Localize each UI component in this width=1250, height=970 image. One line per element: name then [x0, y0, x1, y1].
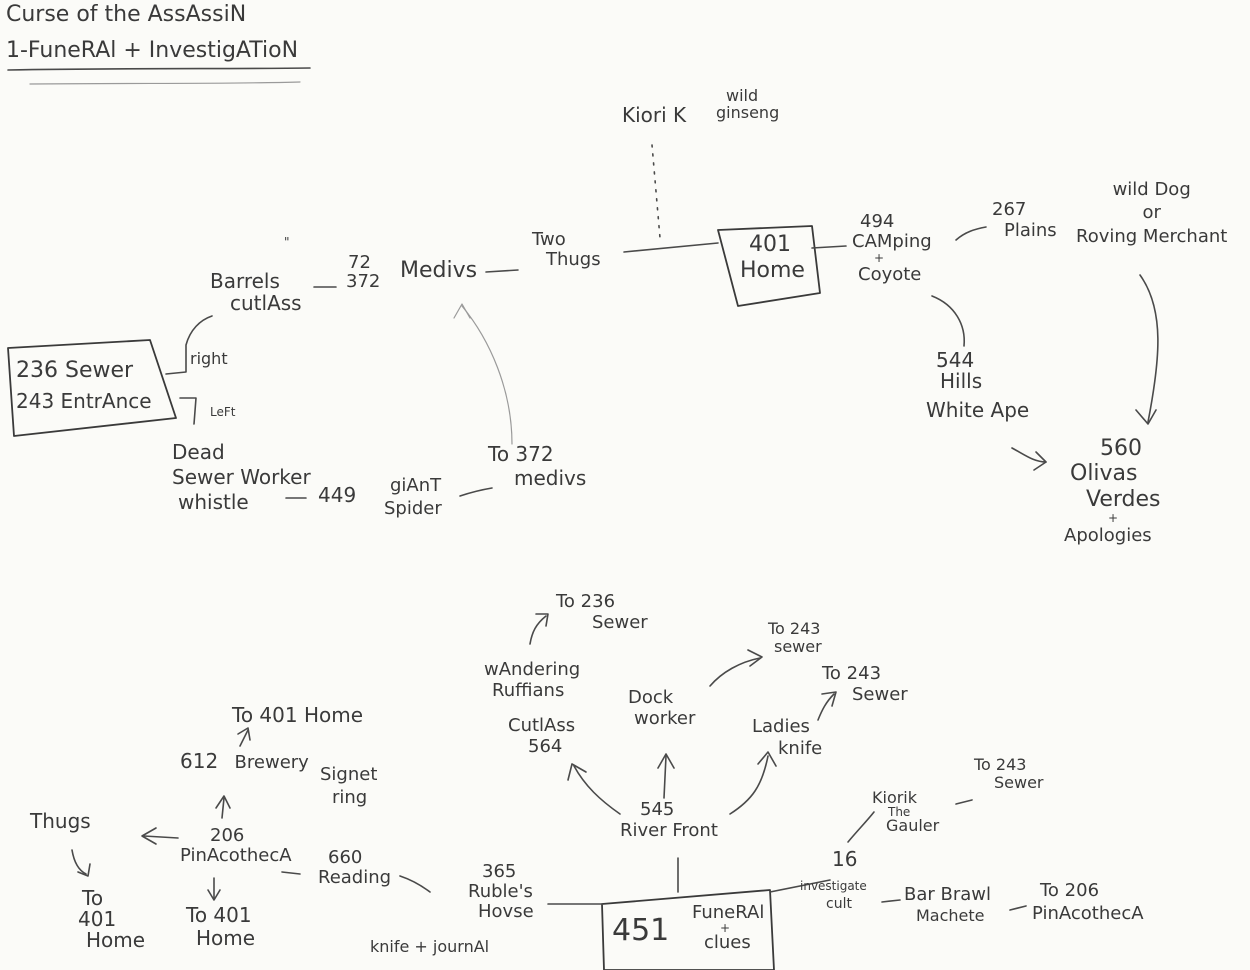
- hills-olivas-arrow: [1011, 447, 1047, 463]
- cutlass-564-node[interactable]: CutlAss 564: [508, 715, 576, 757]
- wandering-ruffians-node[interactable]: wAndering Ruffians: [484, 659, 581, 701]
- signet-ring-label: Signet ring: [320, 764, 378, 808]
- machete-206-link: [1009, 905, 1027, 911]
- right-branch-label: right: [190, 349, 228, 368]
- brewery-612-node[interactable]: 612 Brewery: [180, 749, 309, 773]
- to-206-pinacotheca-node[interactable]: To 206 PinAcothecA: [1032, 880, 1144, 924]
- home-401-box[interactable]: 401 Home: [740, 232, 805, 284]
- kiorik-to-243-link: [955, 799, 973, 805]
- olivas-verdes-node[interactable]: 560 Olivas Verdes + Apologies: [1064, 436, 1161, 546]
- river-to-ladies-arrowhead: [757, 751, 777, 767]
- left-branch: [179, 397, 197, 425]
- pinacotheca-to-thugs-arrow: [143, 835, 179, 839]
- thugs-to-home-arrow: [71, 849, 87, 875]
- cult-number: 16: [832, 847, 858, 871]
- reading-660-node[interactable]: 660 Reading: [318, 847, 392, 888]
- pinacotheca-to-brewery-arrow: [221, 797, 225, 819]
- dock-to-243-arrow: [709, 657, 761, 687]
- to-401-home-node-a[interactable]: To 401 Home: [232, 703, 364, 727]
- sewer-box-outline: [7, 339, 177, 437]
- to-medivs-light-arrow: [461, 305, 513, 445]
- cult-to-kiorik-link: [847, 811, 875, 843]
- kiorik-dotted-link: [651, 144, 661, 239]
- ladies-to-243-arrowhead: [821, 691, 837, 707]
- ladies-to-243-arrow: [817, 693, 835, 721]
- rubles-house-node[interactable]: 365 Ruble's Hovse: [468, 861, 534, 922]
- ruble-reading-link: [399, 875, 431, 893]
- investigate-cult-node[interactable]: investigate cult: [800, 879, 867, 912]
- sewer-entrance-node[interactable]: 236 Sewer 243 EntrAnce: [16, 358, 152, 413]
- spider-to-medivs-link: [459, 487, 493, 497]
- pinacotheca-to-home-arrowhead: [207, 889, 221, 901]
- title-line-2: 1-FuneRAl + InvestigATioN: [6, 38, 299, 63]
- hills-white-ape-node[interactable]: 544 Hills White Ape: [926, 348, 1030, 422]
- camping-coyote-node[interactable]: 494 CAMping + Coyote: [852, 211, 932, 285]
- river-to-dock-arrow: [663, 755, 667, 799]
- funeral-clues-node[interactable]: FuneRAl + clues: [692, 902, 765, 953]
- ruffians-to-236-arrow: [529, 615, 547, 645]
- ladies-knife-node[interactable]: Ladies knife: [752, 716, 823, 759]
- river-front-node[interactable]: 545 River Front: [620, 799, 718, 841]
- pinacotheca-to-brewery-arrowhead: [215, 795, 231, 809]
- ruffians-to-236-arrowhead: [535, 613, 549, 627]
- title-line-1: Curse of the AssAssiN: [6, 2, 247, 27]
- dock-to-243-arrowhead: [747, 649, 763, 667]
- right-branch: [165, 315, 213, 375]
- stray-tick-mark: ": [284, 235, 290, 249]
- cult-bar-brawl-link: [881, 899, 901, 903]
- knife-journal-label: knife + journAl: [370, 937, 490, 956]
- to-243-sewer-node-a[interactable]: To 243 sewer: [768, 619, 822, 656]
- to-medivs-light-arrowhead: [453, 303, 471, 319]
- kiorik-label: Kiori K: [622, 103, 687, 127]
- plains-node[interactable]: 267 Plains: [992, 199, 1057, 241]
- title-underline: [7, 67, 311, 71]
- to-401-home-node-b[interactable]: To 401 Home: [186, 903, 256, 950]
- to-243-sewer-node-c[interactable]: To 243 Sewer: [974, 755, 1044, 792]
- giant-spider-node[interactable]: giAnT Spider: [384, 475, 442, 520]
- barrels-cutlass-node[interactable]: Barrels cutlAss: [210, 269, 302, 315]
- wild-ginseng-label: wild ginseng: [716, 86, 780, 122]
- giant-spider-number: 449: [318, 483, 357, 507]
- funeral-side-rails: [547, 879, 831, 905]
- river-to-dock-arrowhead: [657, 753, 675, 769]
- thugs-home-link: [623, 242, 719, 253]
- thugs-to-home-arrowhead: [77, 863, 91, 877]
- to-medivs-node[interactable]: To 372 medivs: [488, 442, 587, 490]
- river-to-ladies-arrow: [729, 755, 769, 815]
- hills-olivas-arrowhead: [1033, 451, 1047, 471]
- brewery-to-home-arrow: [239, 729, 249, 747]
- medivs-thugs-link: [485, 269, 519, 273]
- bar-brawl-machete-node[interactable]: Bar Brawl Machete: [904, 884, 992, 925]
- thugs-node[interactable]: Thugs: [30, 809, 91, 833]
- pinacotheca-206-node[interactable]: 206 PinAcothecA: [180, 825, 292, 866]
- dead-sewer-worker-node[interactable]: Dead Sewer Worker whistle: [172, 440, 311, 514]
- brewery-to-home-arrowhead: [237, 727, 251, 741]
- merchant-olivas-arrow: [1139, 274, 1159, 423]
- left-branch-label: LeFt: [210, 405, 236, 419]
- to-236-sewer-node[interactable]: To 236 Sewer: [556, 591, 648, 633]
- two-thugs-node[interactable]: Two Thugs: [532, 229, 601, 270]
- medivs-numbers: 72 372: [346, 252, 381, 292]
- to-401-home-node-c[interactable]: To 401 Home: [78, 886, 146, 952]
- home-box-outline: [717, 225, 821, 307]
- to-243-sewer-node-b[interactable]: To 243 Sewer: [822, 663, 908, 705]
- pinacotheca-reading-link: [281, 871, 301, 875]
- title-underline-2: [29, 81, 301, 85]
- camping-plains-link: [955, 226, 987, 241]
- merchant-olivas-arrowhead: [1135, 409, 1157, 425]
- medivs-node[interactable]: Medivs: [400, 258, 478, 283]
- river-to-cutlass-arrow: [573, 765, 621, 815]
- funeral-box-outline: [601, 889, 775, 970]
- pinacotheca-to-thugs-arrowhead: [141, 827, 157, 845]
- home-camping-link: [811, 245, 847, 249]
- kiorik-gauler-node[interactable]: Kiorik The Gauler: [872, 788, 940, 835]
- funeral-number: 451: [612, 913, 670, 948]
- dock-worker-node[interactable]: Dock worker: [628, 687, 696, 729]
- wild-dog-merchant-node[interactable]: wild Dog or Roving Merchant: [1076, 179, 1228, 247]
- coyote-hills-link: [931, 295, 965, 347]
- river-to-cutlass-arrowhead: [567, 763, 587, 781]
